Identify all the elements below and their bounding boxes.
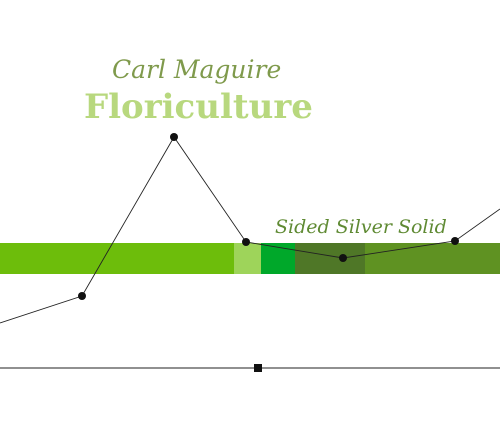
band-segment-light	[234, 243, 261, 274]
color-band	[0, 243, 500, 274]
album-subtitle: Sided Silver Solid	[275, 216, 447, 238]
band-segment-bright	[261, 243, 295, 274]
black-dot-icon	[242, 238, 250, 246]
graph-markers	[78, 133, 459, 300]
band-segment-olive	[365, 243, 500, 274]
artist-name: Carl Maguire	[112, 55, 281, 84]
black-dot-icon	[170, 133, 178, 141]
black-square-icon	[254, 364, 262, 372]
black-dot-icon	[78, 292, 86, 300]
band-segment-dark	[295, 243, 365, 274]
album-title: Floriculture	[84, 87, 313, 127]
band-segment-main	[0, 243, 234, 274]
black-dot-icon	[451, 237, 459, 245]
black-dot-icon	[339, 254, 347, 262]
